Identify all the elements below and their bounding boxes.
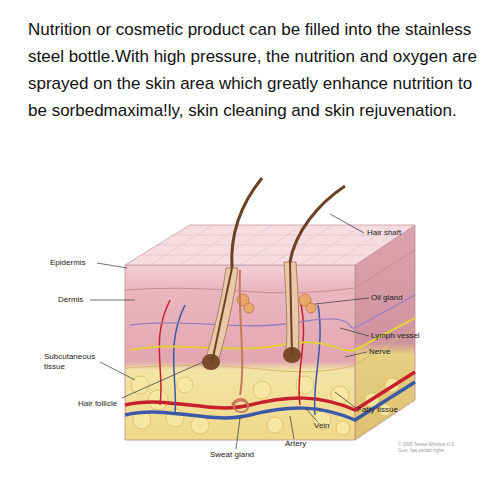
part-label: Artery <box>285 439 306 449</box>
part-label: Hair shaft <box>367 228 401 238</box>
part-label: Oil gland <box>371 293 403 303</box>
part-label: Lymph vessel <box>371 331 420 341</box>
description-text: Nutrition or cosmetic product can be fil… <box>28 16 486 124</box>
part-label: Hair follicle <box>78 399 117 409</box>
part-label: Nerve <box>369 347 390 357</box>
part-label: Dermis <box>58 295 83 305</box>
part-label: Vein <box>314 421 330 431</box>
part-label: Epidermis <box>50 258 86 268</box>
copyright-note: © 2005 Terese Winslow U.S. Govt. has cer… <box>398 442 460 453</box>
part-label: Fatty tissue <box>357 405 398 415</box>
part-label: Sweat gland <box>210 450 254 460</box>
part-label: Subcutaneous tissue <box>44 352 102 372</box>
